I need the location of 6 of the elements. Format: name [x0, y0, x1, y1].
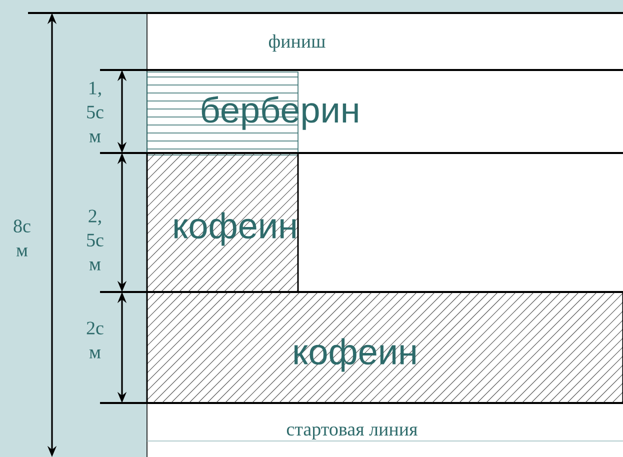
- dimension-label: 2, 5с м: [87, 210, 104, 270]
- dimension-label: 2с м: [86, 322, 104, 358]
- line-label: стартовая линия: [286, 426, 418, 440]
- dimension-label: 8с м: [14, 220, 30, 256]
- dimension-label: 1, 5с м: [87, 82, 104, 142]
- line-label: финиш: [268, 34, 326, 52]
